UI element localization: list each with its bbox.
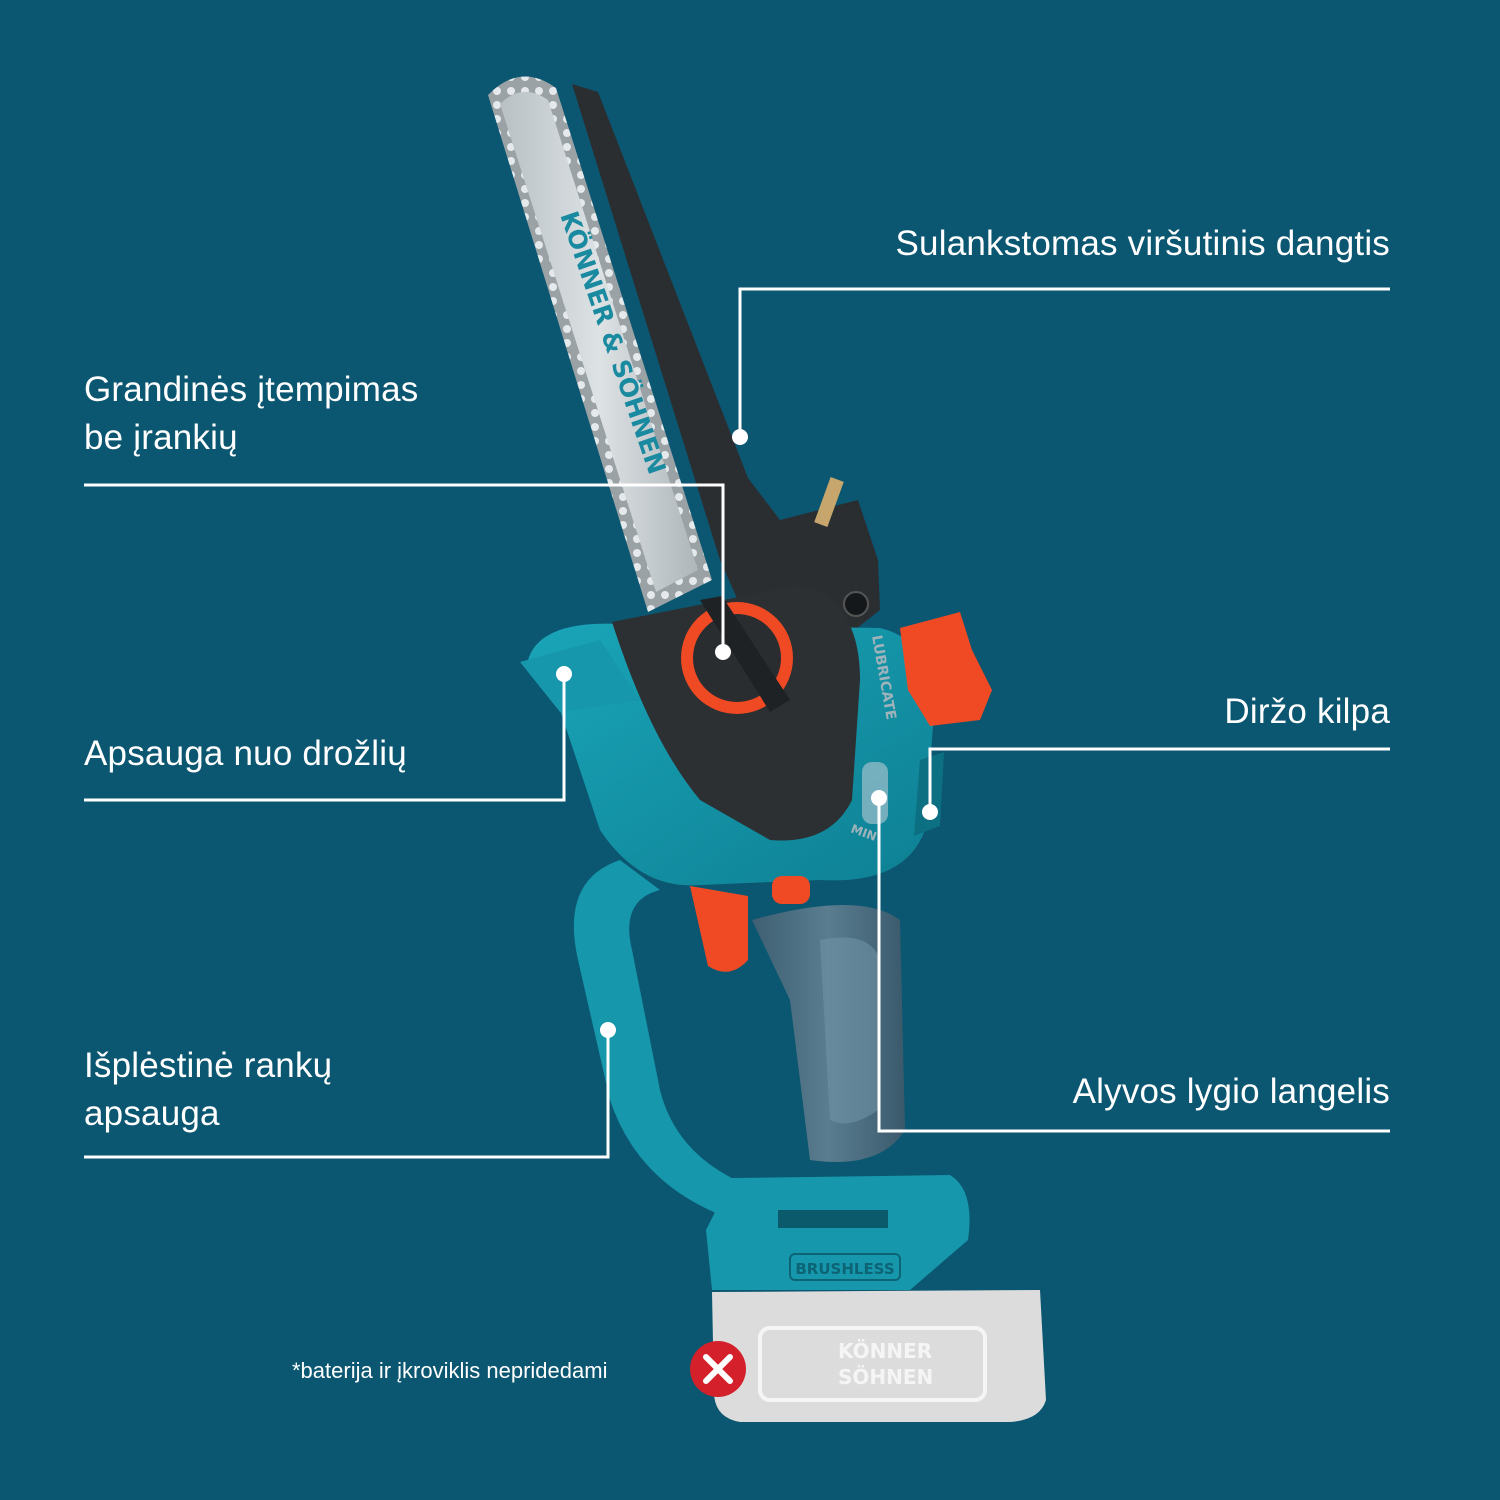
label-belt-loop: Diržo kilpa [1224, 692, 1390, 731]
chip-guard [520, 640, 640, 712]
leader-hand-guard [84, 1030, 610, 1159]
label-hand-guard-2: apsauga [84, 1094, 220, 1133]
trigger [690, 886, 748, 972]
leader-top-cover [738, 287, 1390, 437]
top-cover [572, 84, 880, 650]
footnote-battery: *baterija ir įkroviklis nepridedami [292, 1358, 608, 1383]
dot-chain-tension [715, 644, 731, 660]
dot-hand-guard [600, 1022, 616, 1038]
dot-top-cover [732, 429, 748, 445]
leader-chip-guard [84, 674, 566, 802]
label-chip-guard: Apsauga nuo drožlių [84, 734, 407, 773]
battery-brand-line2: SÖHNEN [838, 1365, 933, 1389]
leader-belt-loop [928, 747, 1390, 812]
leader-chain-tension [84, 483, 725, 652]
callout-dots [556, 429, 938, 1038]
chainsaw-body: LUBRICATE MIN [520, 585, 992, 972]
label-oil-window: Alyvos lygio langelis [1072, 1072, 1390, 1111]
handle: BRUSHLESS [573, 860, 970, 1290]
label-chain-tension-2: be įrankių [84, 418, 238, 457]
brushless-text: BRUSHLESS [795, 1260, 894, 1278]
not-included-badge [690, 1341, 746, 1397]
close-x-icon [703, 1354, 733, 1384]
battery: KÖNNER SÖHNEN [712, 1290, 1046, 1422]
callout-lines [84, 287, 1390, 1159]
dot-belt-loop [922, 804, 938, 820]
safety-lock [772, 876, 810, 904]
label-chain-tension-1: Grandinės įtempimas [84, 370, 419, 409]
leader-oil-window [877, 798, 1390, 1133]
oil-cap [900, 612, 992, 726]
dot-oil-window [871, 790, 887, 806]
label-top-cover: Sulankstomas viršutinis dangtis [895, 224, 1390, 263]
battery-brand-line1: KÖNNER [838, 1339, 932, 1363]
dot-chip-guard [556, 666, 572, 682]
label-hand-guard-1: Išplėstinė rankų [84, 1046, 333, 1085]
